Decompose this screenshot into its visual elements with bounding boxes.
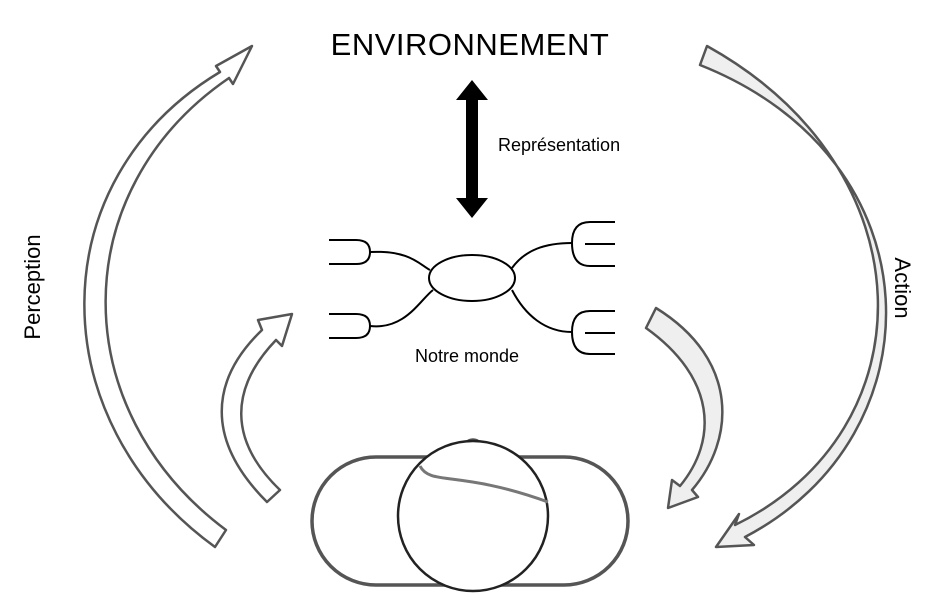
world-center-node (428, 254, 516, 302)
agent-head (396, 439, 550, 593)
representation-label: Représentation (498, 135, 620, 155)
perception-label: Perception (20, 234, 45, 339)
world-schematic (329, 221, 615, 355)
world-label: Notre monde (415, 346, 519, 366)
agent-figure (310, 438, 630, 593)
inner-perception-arrow (220, 312, 294, 504)
representation-double-arrow (456, 80, 488, 218)
agent-hair (418, 465, 549, 504)
environment-title: ENVIRONNEMENT (331, 27, 610, 62)
perception-arc-arrow (83, 44, 254, 549)
action-arc-arrow (698, 44, 888, 549)
inner-action-arrow (644, 306, 724, 510)
action-label: Action (890, 257, 915, 318)
